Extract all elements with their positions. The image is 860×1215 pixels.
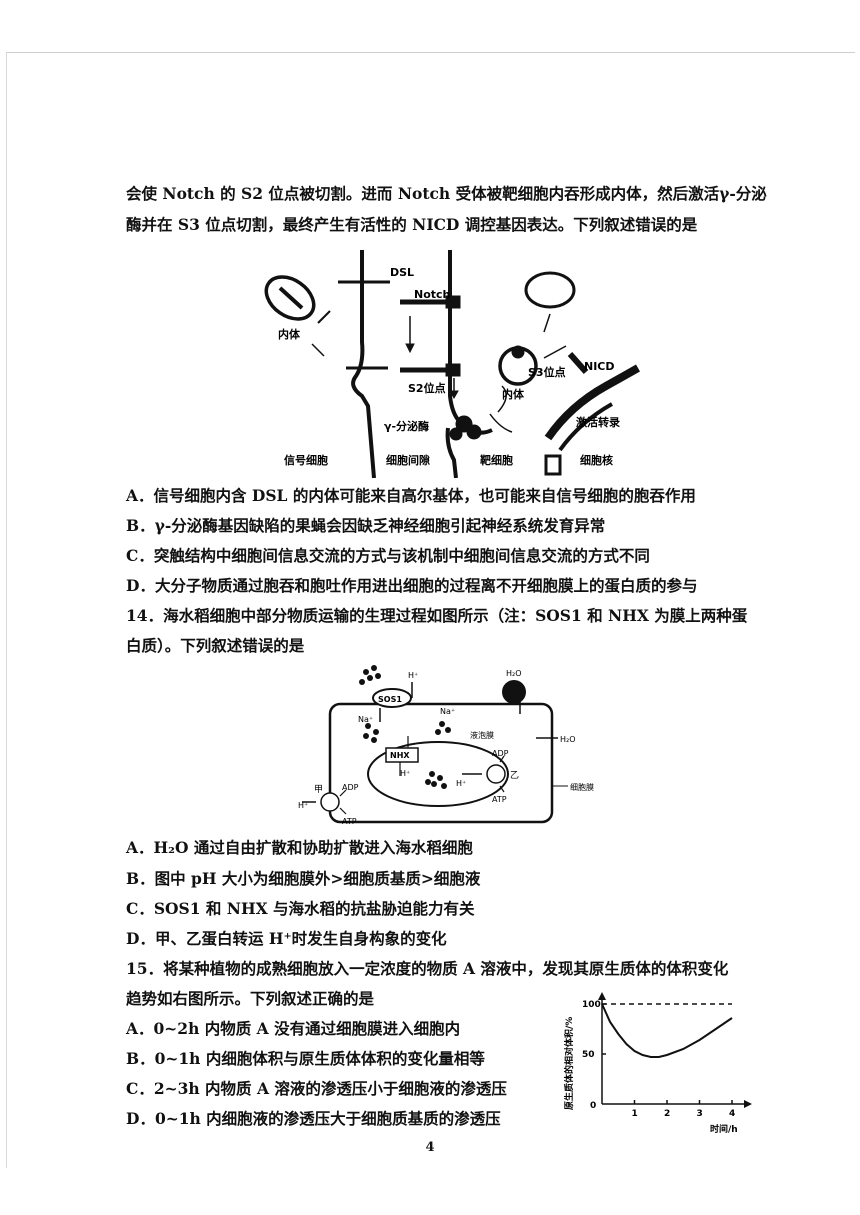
- label-yi: 乙: [510, 770, 519, 781]
- label-h-top: H⁺: [408, 671, 418, 680]
- label-endosome-right: 内体: [502, 387, 525, 401]
- q14-option-a: A．H₂O 通过自由扩散和协助扩散进入海水稻细胞: [126, 838, 473, 857]
- label-s3-site: S3位点: [528, 365, 566, 379]
- label-vacuole-membrane: 液泡膜: [470, 730, 494, 740]
- label-dsl: DSL: [390, 266, 414, 279]
- q14-option-c: C．SOS1 和 NHX 与海水稻的抗盐胁迫能力有关: [126, 899, 475, 918]
- q14-option-d: D．甲、乙蛋白转运 H⁺时发生自身构象的变化: [126, 929, 447, 948]
- label-nhx: NHX: [390, 751, 410, 760]
- label-endosome-left: 内体: [278, 327, 301, 341]
- x-tick-label: 4: [729, 1109, 735, 1119]
- label-atp-right: ATP: [492, 795, 507, 804]
- q15-option-c: C．2~3h 内物质 A 溶液的渗透压小于细胞液的渗透压: [126, 1079, 507, 1098]
- q15-option-d: D．0~1h 内细胞液的渗透压大于细胞质基质的渗透压: [126, 1109, 501, 1128]
- label-notch: Notch: [414, 288, 450, 301]
- notch-signaling-diagram: DSL Notch 内体 S2位点 S3位点 内体 NICD γ-分泌酶 激活转…: [264, 250, 640, 478]
- x-tick-label: 3: [697, 1109, 703, 1119]
- x-tick-label: 1: [632, 1109, 638, 1119]
- label-s2-site: S2位点: [408, 381, 446, 395]
- q15-option-b: B．0~1h 内细胞体积与原生质体体积的变化量相等: [126, 1049, 485, 1068]
- label-target-cell: 靶细胞: [480, 453, 513, 467]
- q15-stem-line1: 15．将某种植物的成熟细胞放入一定浓度的物质 A 溶液中，发现其原生质体的体积变…: [126, 959, 729, 978]
- q14-stem-line1: 14．海水稻细胞中部分物质运输的生理过程如图所示（注：SOS1 和 NHX 为膜…: [126, 606, 748, 625]
- q15-stem-line2: 趋势如右图所示。下列叙述正确的是: [126, 989, 375, 1008]
- label-signal-cell: 信号细胞: [284, 453, 328, 467]
- page-border: [6, 52, 855, 1168]
- q13-option-b: B．γ-分泌酶基因缺陷的果蝇会因缺乏神经细胞引起神经系统发育异常: [126, 516, 606, 535]
- label-h-left: H⁺: [298, 801, 308, 810]
- chart-xlabel: 时间/h: [710, 1123, 738, 1135]
- label-h-inner2: H⁺: [456, 779, 466, 788]
- label-h2o-right: H₂O: [560, 735, 576, 744]
- label-na-left: Na⁺: [358, 715, 373, 724]
- page-number: 4: [425, 1140, 435, 1155]
- label-gamma-secretase: γ-分泌酶: [384, 419, 429, 433]
- chart-ylabel: 原生质体的相对体积/%: [563, 1017, 575, 1110]
- y-tick-label: 100: [582, 1000, 601, 1010]
- q13-option-c: C．突触结构中细胞间信息交流的方式与该机制中细胞间信息交流的方式不同: [126, 546, 650, 565]
- label-adp-left: ADP: [342, 783, 359, 792]
- series-protoplast-volume: [601, 1003, 733, 1058]
- x-tick-label: 2: [664, 1109, 670, 1119]
- q13-option-a: A．信号细胞内含 DSL 的内体可能来自高尔基体，也可能来自信号细胞的胞吞作用: [126, 486, 696, 505]
- label-h-inner: H⁺: [400, 769, 410, 778]
- label-sos1: SOS1: [378, 695, 402, 704]
- q13-option-d: D．大分子物质通过胞吞和胞吐作用进出细胞的过程离不开细胞膜上的蛋白质的参与: [126, 576, 698, 595]
- label-na-mid: Na⁺: [440, 707, 455, 716]
- rice-cell-transport-diagram: SOS1 H⁺ H₂O Na⁺ Na⁺ 液泡膜 H₂O NHX ADP 乙 H⁺…: [298, 665, 594, 826]
- q13-intro-line1: 会使 Notch 的 S2 位点被切割。进而 Notch 受体被靶细胞内吞形成内…: [126, 184, 767, 203]
- label-jia: 甲: [314, 784, 323, 795]
- q13-intro-line2: 酶并在 S3 位点切割，最终产生有活性的 NICD 调控基因表达。下列叙述错误的…: [126, 215, 698, 234]
- q14-option-b: B．图中 pH 大小为细胞膜外>细胞质基质>细胞液: [126, 869, 481, 888]
- label-activate-transcription: 激活转录: [576, 415, 620, 429]
- label-nucleus: 细胞核: [580, 453, 613, 467]
- protoplast-volume-chart: 0 1 2 3 4 50 100 原生质体的相对体积/% 时间/h: [563, 992, 752, 1135]
- label-nicd: NICD: [584, 360, 615, 373]
- label-adp-right: ADP: [492, 749, 509, 758]
- label-atp-left: ATP: [342, 817, 357, 826]
- label-h2o-ball: H₂O: [506, 669, 522, 678]
- x-tick-label: 0: [590, 1101, 596, 1111]
- y-tick-label: 50: [582, 1050, 595, 1060]
- label-cell-membrane: 细胞膜: [570, 782, 594, 792]
- q14-stem-line2: 白质）。下列叙述错误的是: [126, 636, 305, 655]
- label-intercellular-space: 细胞间隙: [386, 453, 430, 467]
- q15-option-a: A．0~2h 内物质 A 没有通过细胞膜进入细胞内: [126, 1019, 461, 1038]
